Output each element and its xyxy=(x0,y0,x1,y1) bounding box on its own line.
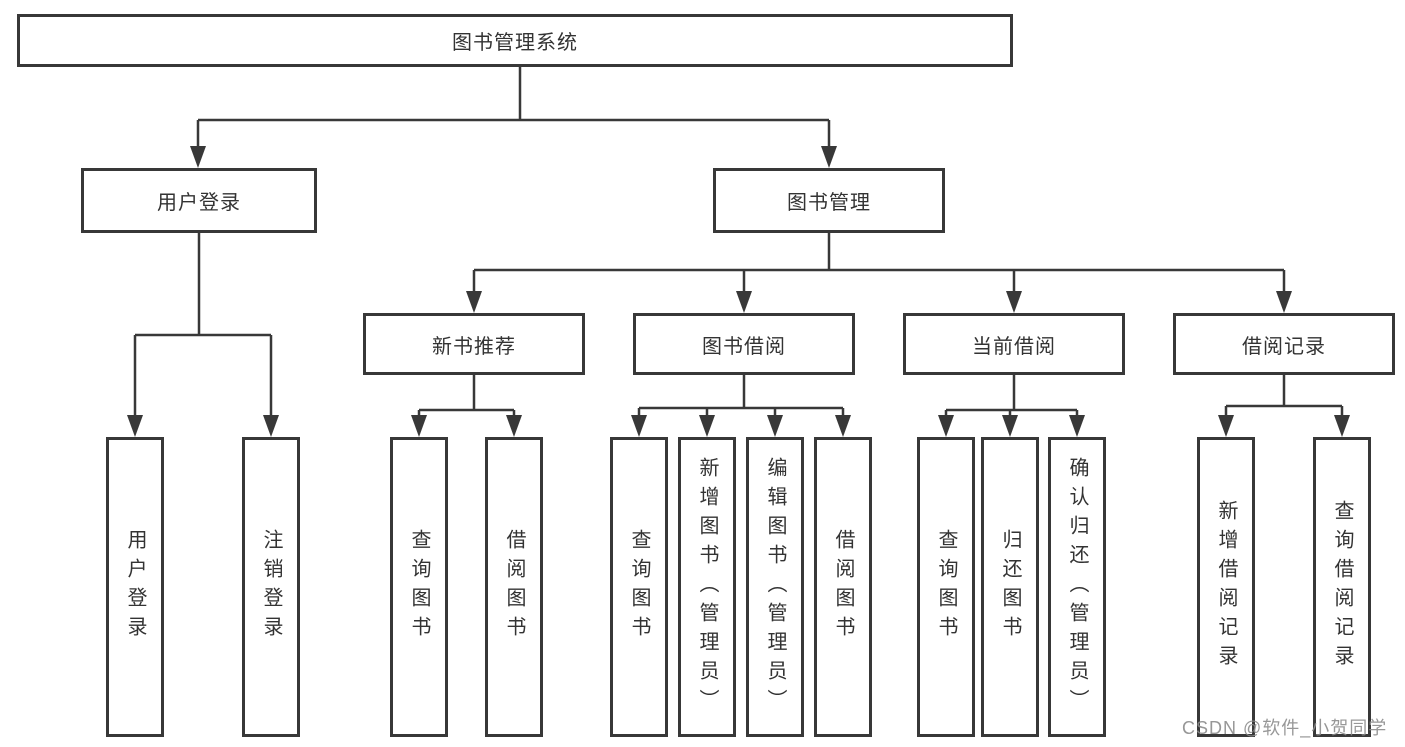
leaf-query-books-borrowing: 查询图书 xyxy=(610,437,668,737)
node-label: 借阅图书 xyxy=(503,529,525,645)
leaf-query-borrow-record: 查询借阅记录 xyxy=(1313,437,1371,737)
node-label: 查询图书 xyxy=(935,529,957,645)
node-label: 新书推荐 xyxy=(432,335,516,358)
node-label: 确认归还（管理员） xyxy=(1066,456,1088,718)
leaf-logout: 注销登录 xyxy=(242,437,300,737)
node-book-borrowing: 图书借阅 xyxy=(633,313,855,375)
node-label: 查询图书 xyxy=(408,529,430,645)
node-label: 新增图书（管理员） xyxy=(696,456,718,718)
leaf-borrow-books-recommend: 借阅图书 xyxy=(485,437,543,737)
node-new-book-recommendation: 新书推荐 xyxy=(363,313,585,375)
node-label: 图书管理 xyxy=(787,192,871,214)
leaf-add-borrow-record: 新增借阅记录 xyxy=(1197,437,1255,737)
node-borrowing-records: 借阅记录 xyxy=(1173,313,1395,375)
node-label: 编辑图书（管理员） xyxy=(764,456,786,718)
node-label: 借阅图书 xyxy=(832,529,854,645)
node-library-system: 图书管理系统 xyxy=(17,14,1013,67)
node-label: 用户登录 xyxy=(157,192,241,214)
leaf-confirm-return-admin: 确认归还（管理员） xyxy=(1048,437,1106,737)
node-user-login: 用户登录 xyxy=(81,168,317,233)
node-label: 图书管理系统 xyxy=(452,32,578,54)
node-label: 新增借阅记录 xyxy=(1215,500,1237,674)
leaf-return-books: 归还图书 xyxy=(981,437,1039,737)
node-label: 查询借阅记录 xyxy=(1331,500,1353,674)
leaf-add-book-admin: 新增图书（管理员） xyxy=(678,437,736,737)
node-label: 借阅记录 xyxy=(1242,335,1326,358)
node-label: 查询图书 xyxy=(628,529,650,645)
leaf-user-login: 用户登录 xyxy=(106,437,164,737)
node-label: 归还图书 xyxy=(999,529,1021,645)
node-label: 用户登录 xyxy=(124,529,146,645)
node-current-borrowing: 当前借阅 xyxy=(903,313,1125,375)
node-label: 注销登录 xyxy=(260,529,282,645)
leaf-edit-book-admin: 编辑图书（管理员） xyxy=(746,437,804,737)
node-label: 图书借阅 xyxy=(702,335,786,358)
watermark: CSDN @软件_小贺同学 xyxy=(1182,718,1388,738)
leaf-query-books-current: 查询图书 xyxy=(917,437,975,737)
node-label: 当前借阅 xyxy=(972,335,1056,358)
leaf-query-books-recommend: 查询图书 xyxy=(390,437,448,737)
arrowheads xyxy=(127,146,1350,437)
node-book-management: 图书管理 xyxy=(713,168,945,233)
leaf-borrow-books: 借阅图书 xyxy=(814,437,872,737)
